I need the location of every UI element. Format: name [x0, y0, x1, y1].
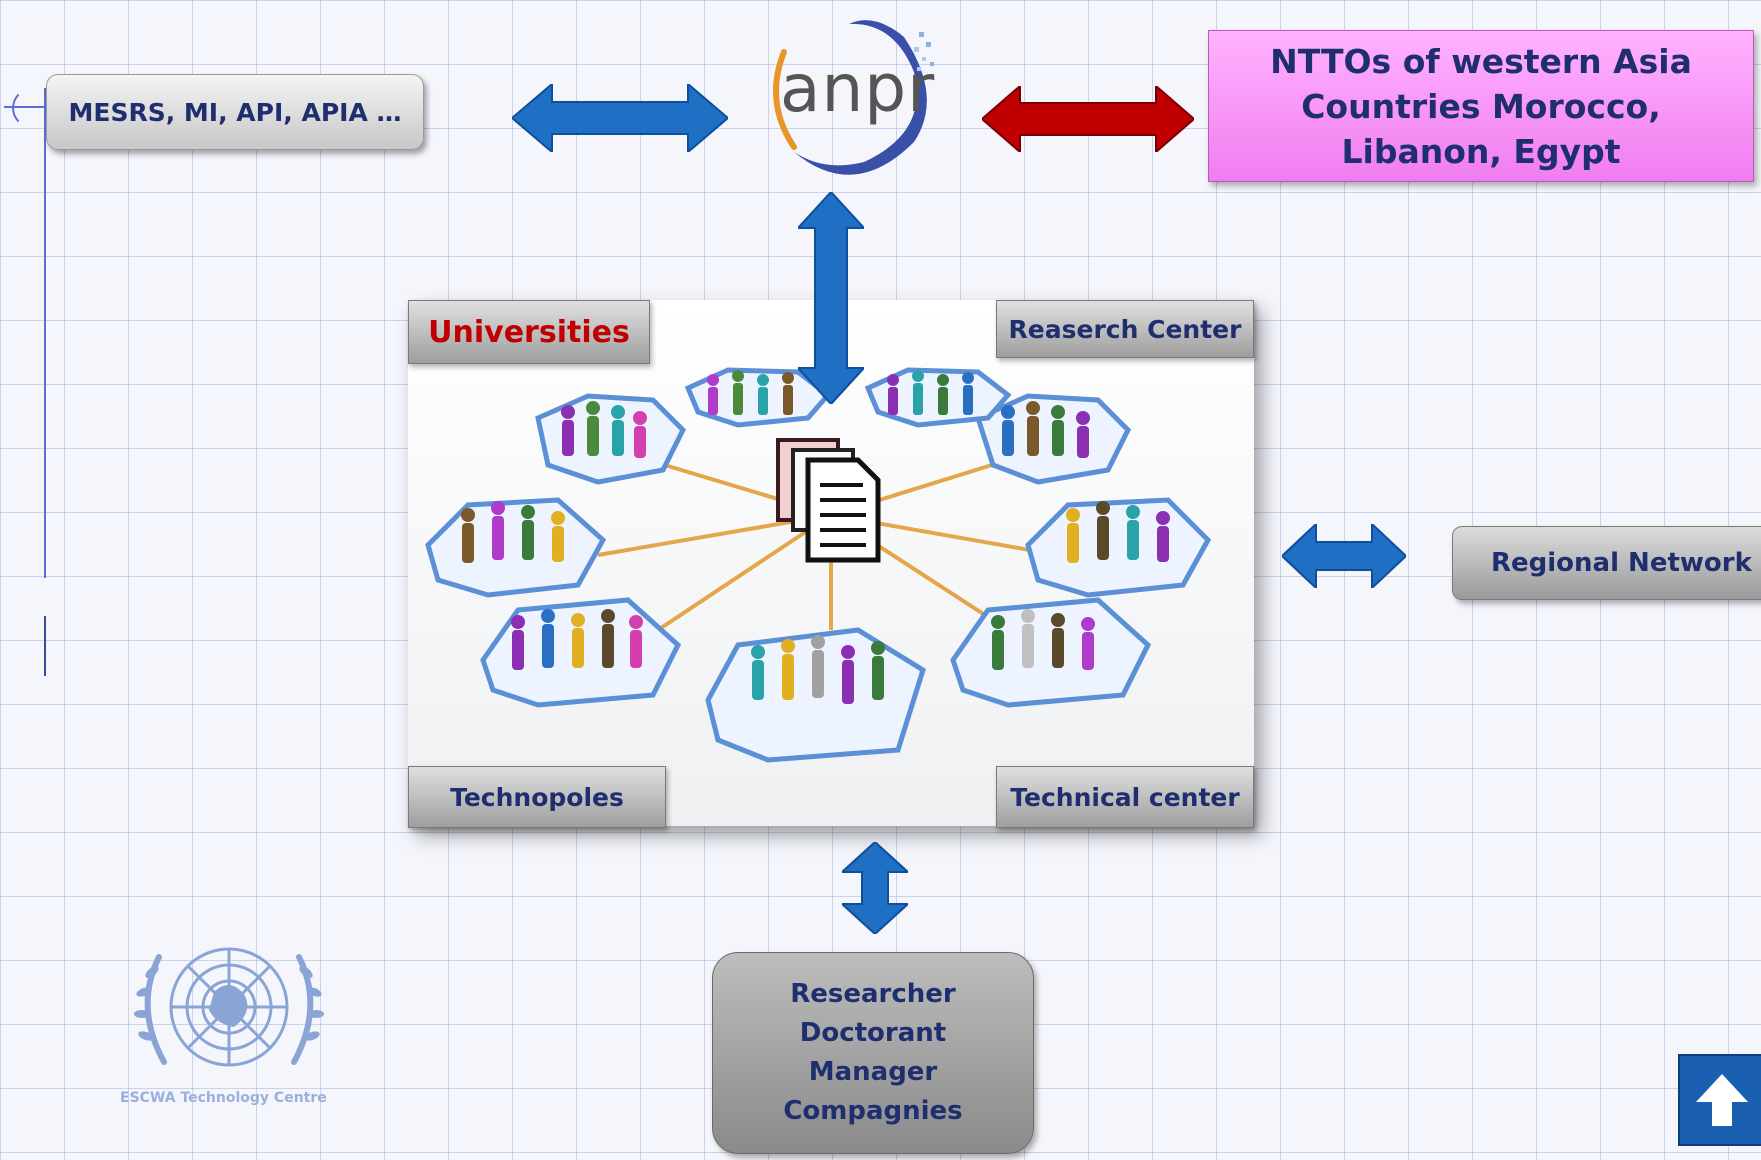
- ntto-box: NTTOs of western Asia Countries Morocco,…: [1208, 30, 1754, 182]
- left-connector-tick: [44, 616, 46, 676]
- stakeholder-compagnies: Compagnies: [783, 1096, 963, 1126]
- double-arrow-vertical-top: [798, 192, 864, 404]
- left-connector-hline: [4, 106, 48, 108]
- universities-label: Universities: [408, 300, 650, 364]
- technopoles-label: Technopoles: [408, 766, 666, 828]
- stakeholder-researcher: Researcher: [790, 979, 956, 1009]
- technopoles-text: Technopoles: [450, 782, 624, 812]
- technical-center-text: Technical center: [1010, 782, 1240, 812]
- documents-icon: [776, 438, 881, 563]
- ntto-line-1: NTTOs of western Asia: [1270, 41, 1692, 81]
- ntto-line-2: Countries Morocco,: [1301, 86, 1661, 126]
- ntto-line-3: Libanon, Egypt: [1341, 131, 1621, 171]
- double-arrow-right: [1282, 524, 1406, 588]
- scroll-top-button[interactable]: [1678, 1054, 1761, 1146]
- research-center-text: Reaserch Center: [1008, 314, 1242, 344]
- un-emblem-icon: [134, 947, 324, 1067]
- network-illustration-panel: [408, 300, 1254, 826]
- double-arrow-red: [982, 86, 1194, 152]
- regional-network-box: Regional Network: [1452, 526, 1761, 600]
- regional-network-label: Regional Network: [1491, 548, 1752, 578]
- anpr-logo-swoosh: [773, 20, 934, 175]
- people-network-illustration: [425, 367, 1212, 763]
- left-connector-circle: [12, 88, 52, 128]
- mesrs-box: MESRS, MI, API, APIA …: [46, 74, 424, 150]
- universities-text: Universities: [428, 314, 630, 350]
- stakeholders-box: Researcher Doctorant Manager Compagnies: [712, 952, 1034, 1154]
- double-arrow-left-top: [512, 84, 728, 152]
- stakeholder-manager: Manager: [808, 1057, 938, 1087]
- arrow-up-icon: [1695, 1074, 1748, 1126]
- un-emblem-caption: ESCWA Technology Centre: [120, 1090, 327, 1106]
- anpr-logo-text: anpr: [780, 50, 936, 127]
- technical-center-label: Technical center: [996, 766, 1254, 828]
- research-center-label: Reaserch Center: [996, 300, 1254, 358]
- stakeholder-doctorant: Doctorant: [799, 1018, 947, 1048]
- left-connector-line: [44, 88, 46, 578]
- un-emblem: ESCWA Technology Centre: [104, 932, 354, 1112]
- double-arrow-vertical-bottom: [842, 842, 908, 934]
- mesrs-label: MESRS, MI, API, APIA …: [68, 97, 402, 127]
- anpr-logo: anpr: [754, 12, 952, 182]
